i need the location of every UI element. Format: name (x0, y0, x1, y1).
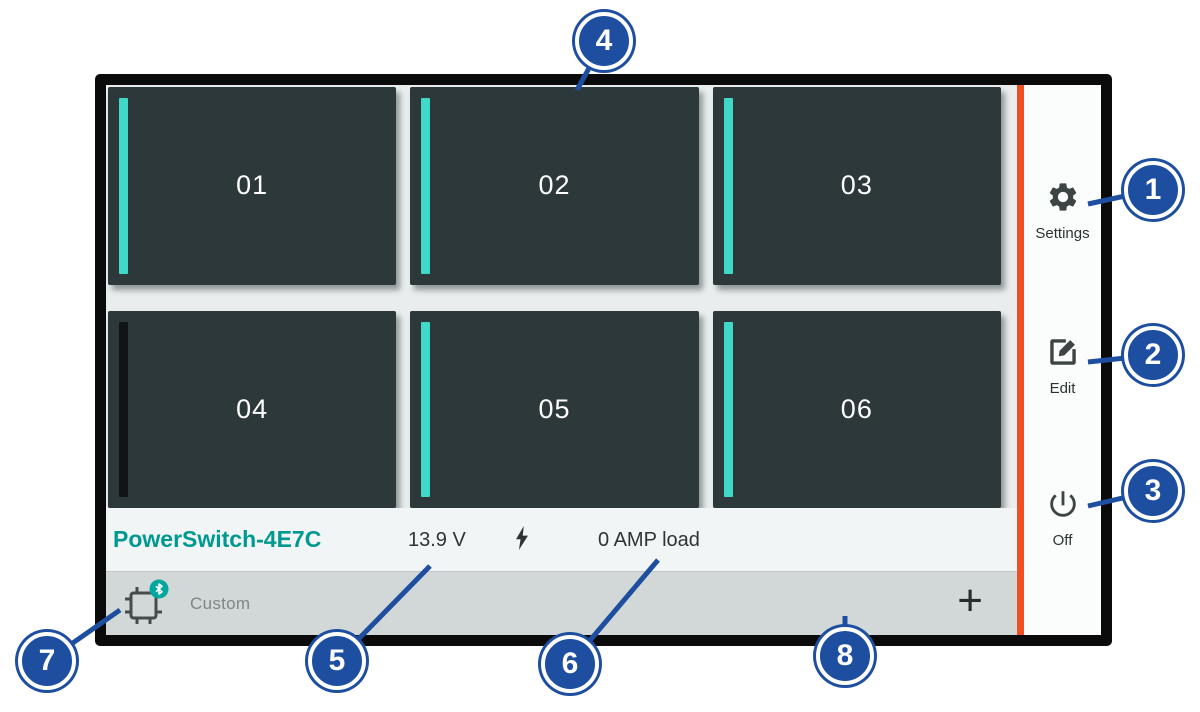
switch-label: 02 (538, 170, 571, 201)
callout-2: 2 (1124, 326, 1182, 384)
app-screen: 01 02 03 04 (106, 85, 1101, 635)
gear-icon (1046, 180, 1080, 219)
switch-grid: 01 02 03 04 (106, 85, 1017, 508)
callout-3: 3 (1124, 462, 1182, 520)
callout-7: 7 (18, 632, 76, 690)
power-icon (1046, 487, 1080, 526)
chip-bluetooth-icon[interactable] (118, 577, 174, 635)
settings-button[interactable]: Settings (1024, 180, 1101, 242)
main-area: 01 02 03 04 (106, 85, 1017, 635)
tab-bar: Custom + (106, 571, 1017, 635)
switch-button-04[interactable]: 04 (108, 310, 397, 508)
switch-button-05[interactable]: 05 (410, 310, 699, 508)
add-tab-button[interactable]: + (957, 576, 983, 625)
callout-5: 5 (308, 632, 366, 690)
switch-label: 06 (840, 393, 873, 424)
off-label: Off (1052, 532, 1073, 549)
switch-indicator (723, 321, 733, 497)
switch-button-03[interactable]: 03 (712, 87, 1001, 285)
action-sidebar: Settings Edit (1024, 85, 1101, 635)
switch-button-06[interactable]: 06 (712, 310, 1001, 508)
switch-button-01[interactable]: 01 (108, 87, 397, 285)
switch-label: 01 (236, 170, 269, 201)
accent-divider (1017, 85, 1024, 635)
switch-indicator (421, 98, 431, 274)
device-name: PowerSwitch-4E7C (113, 526, 322, 552)
edit-button[interactable]: Edit (1024, 335, 1101, 397)
amp-load-reading: 0 AMP load (598, 529, 700, 551)
switch-button-02[interactable]: 02 (410, 87, 699, 285)
switch-label: 03 (840, 170, 873, 201)
callout-1: 1 (1124, 161, 1182, 219)
device-frame: 01 02 03 04 (95, 74, 1112, 646)
callout-4: 4 (575, 12, 633, 70)
settings-label: Settings (1035, 225, 1090, 242)
switch-indicator (119, 98, 128, 274)
switch-indicator (421, 321, 431, 497)
switch-label: 05 (538, 393, 571, 424)
lightning-icon (514, 526, 530, 555)
callout-6: 6 (541, 635, 599, 693)
switch-indicator (723, 98, 733, 274)
power-off-button[interactable]: Off (1024, 487, 1101, 549)
switch-indicator (119, 321, 128, 497)
callout-8: 8 (816, 627, 874, 685)
edit-label: Edit (1049, 380, 1076, 397)
tab-custom[interactable]: Custom (190, 594, 251, 613)
voltage-reading: 13.9 V (408, 529, 466, 551)
edit-icon (1046, 335, 1080, 374)
status-bar: PowerSwitch-4E7C 13.9 V 0 AMP load (106, 508, 1017, 571)
switch-label: 04 (236, 393, 269, 424)
